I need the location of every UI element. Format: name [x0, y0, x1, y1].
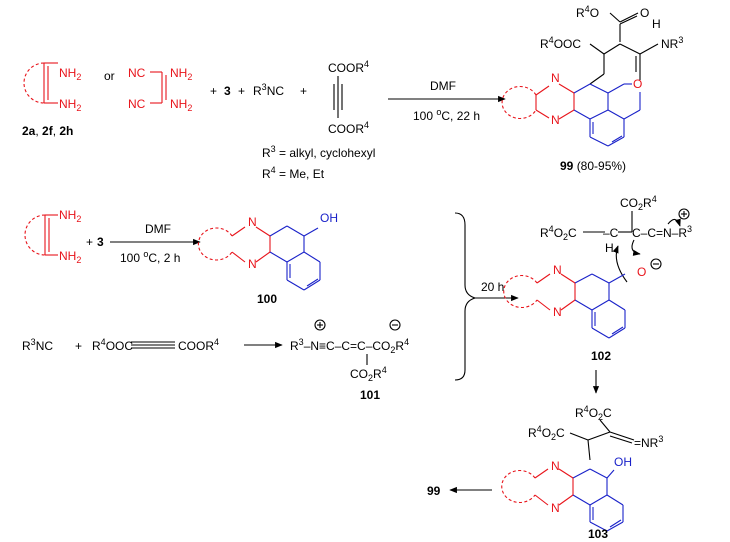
svg-text:N: N — [551, 459, 560, 473]
plus-sign: + — [86, 235, 93, 249]
svg-text:=NR3: =NR3 — [634, 434, 663, 450]
svg-text:NH2: NH2 — [59, 97, 81, 113]
final-product-99-label: 99 — [427, 484, 441, 498]
r4-definition: R4 = Me, Et — [262, 165, 325, 181]
svg-text:O: O — [633, 77, 642, 91]
isocyanide-label: R3NC — [22, 337, 53, 353]
svg-text:R4OOC: R4OOC — [92, 337, 133, 353]
zwitterion-101-label: 101 — [360, 388, 380, 402]
product-99-structure: R4O O H NR3 R4OOC O N N — [501, 4, 683, 147]
intermediate-103-label: 103 — [588, 527, 608, 541]
svg-text:NC: NC — [128, 97, 146, 111]
svg-text:CO2R4: CO2R4 — [350, 365, 387, 383]
acetylenedicarboxylate-reactant: COOR4 COOR4 — [328, 59, 369, 136]
diamine-reactant-2: NH2 NH2 — [24, 208, 81, 265]
svg-text:N: N — [553, 263, 562, 277]
svg-text:DMF: DMF — [430, 79, 456, 93]
product-99-label: 99 (80-95%) — [560, 159, 626, 173]
intermediate-103-structure: R4O2C R4O2C =NR3 OH N N — [501, 404, 663, 532]
product-100-label: 100 — [257, 292, 277, 306]
svg-text:COOR4: COOR4 — [328, 120, 369, 136]
reagent-3-label: 3 — [97, 235, 104, 249]
dialkyl-acetylenedicarboxylate: R4OOC COOR4 — [92, 337, 219, 353]
svg-text:OH: OH — [614, 455, 632, 469]
diamine-reactant-1: NH2 NH2 — [23, 62, 81, 113]
svg-text:NH2: NH2 — [59, 66, 81, 82]
svg-text:N: N — [248, 257, 257, 271]
zwitterion-101-structure: R3–N≡C–C=C–CO2R4 CO2R4 — [290, 319, 409, 383]
svg-text:N: N — [551, 71, 560, 85]
svg-text:R4O2C: R4O2C — [540, 224, 577, 242]
svg-text:DMF: DMF — [145, 222, 171, 236]
plus-sign: + — [300, 84, 307, 98]
svg-text:100 oC, 2 h: 100 oC, 2 h — [120, 249, 180, 265]
svg-text:N: N — [551, 501, 560, 515]
svg-text:R4O2C: R4O2C — [528, 424, 565, 442]
svg-text:100 oC, 22 h: 100 oC, 22 h — [413, 107, 480, 123]
svg-text:N: N — [553, 305, 562, 319]
intermediate-102-label: 102 — [591, 349, 611, 363]
or-text: or — [104, 69, 115, 83]
svg-text:NH2: NH2 — [170, 66, 192, 82]
plus-sign: + — [238, 84, 245, 98]
r3-definition: R3 = alkyl, cyclohexyl — [262, 144, 375, 160]
svg-text:O: O — [640, 6, 649, 20]
svg-text:–C: –C — [603, 226, 619, 240]
svg-text:N: N — [248, 215, 257, 229]
reagent-3-label: 3 — [224, 84, 231, 98]
svg-text:R4O2C: R4O2C — [575, 404, 612, 422]
merge-brace: 20 h — [454, 212, 519, 381]
svg-text:R3–N≡C–C=C–CO2R4: R3–N≡C–C=C–CO2R4 — [290, 337, 409, 355]
svg-text:NC: NC — [128, 66, 146, 80]
svg-text:N: N — [551, 113, 560, 127]
svg-text:H: H — [652, 17, 661, 31]
svg-text:NH2: NH2 — [170, 97, 192, 113]
plus-sign: + — [75, 339, 82, 353]
isocyanide-label: R3NC — [253, 82, 284, 98]
svg-text:NH2: NH2 — [59, 208, 81, 224]
svg-text:H: H — [605, 241, 614, 255]
svg-text:NH2: NH2 — [59, 249, 81, 265]
intermediate-102-structure: CO2R4 R4O2C –C H C–C=N–R3 N N — [503, 194, 692, 339]
plus-sign: + — [210, 84, 217, 98]
reactant-label-2a-2f-2h: 2a, 2f, 2h — [22, 124, 73, 138]
svg-text:COOR4: COOR4 — [328, 59, 369, 75]
reaction-arrow-1: DMF 100 oC, 22 h — [388, 79, 506, 123]
svg-text:20 h: 20 h — [481, 280, 504, 294]
svg-text:C–C=N–R3: C–C=N–R3 — [632, 224, 692, 240]
svg-text:CO2R4: CO2R4 — [620, 194, 657, 212]
svg-text:R4OOC: R4OOC — [540, 35, 581, 51]
product-100-structure: N N OH — [197, 211, 338, 291]
svg-text:R4O: R4O — [576, 4, 599, 20]
svg-text:NR3: NR3 — [661, 35, 683, 51]
svg-text:O: O — [637, 265, 646, 279]
svg-text:OH: OH — [320, 211, 338, 225]
reaction-arrow-2: DMF 100 oC, 2 h — [110, 222, 201, 265]
diaminomaleonitrile-reactant: NC NC NH2 NH2 — [128, 66, 192, 113]
svg-text:COOR4: COOR4 — [178, 337, 219, 353]
